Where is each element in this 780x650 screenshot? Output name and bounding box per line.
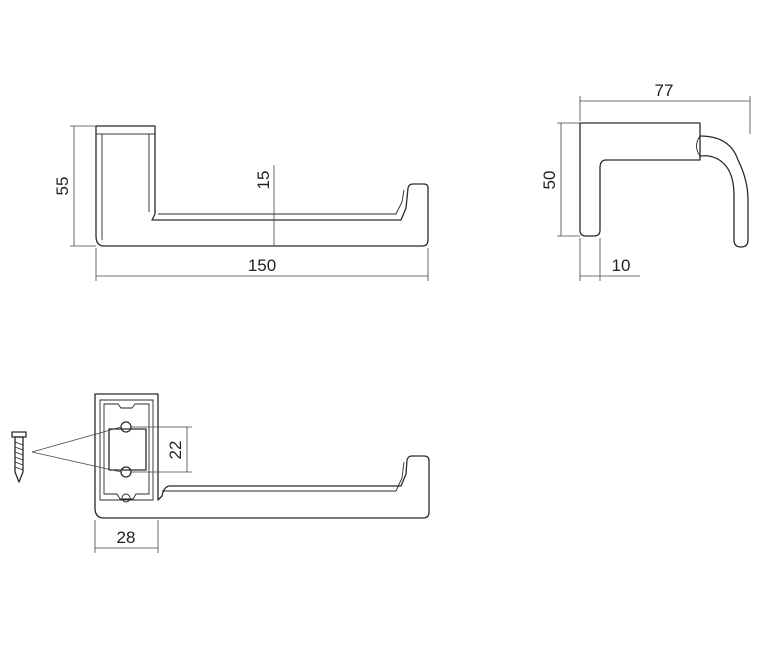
front-view: 55 15 150 bbox=[53, 125, 429, 281]
dim-label-10: 10 bbox=[612, 256, 631, 275]
dim-label-55: 55 bbox=[53, 177, 72, 196]
dim-label-50: 50 bbox=[540, 171, 559, 190]
side-view: 77 50 10 bbox=[540, 81, 751, 281]
mount-plate-outer bbox=[94, 393, 430, 519]
pointer-line bbox=[31, 426, 122, 453]
screw-hole-top bbox=[120, 421, 132, 433]
mount-slot bbox=[108, 428, 147, 471]
front-bar-inner bbox=[158, 189, 405, 215]
front-mount-block bbox=[95, 125, 429, 247]
mounting-view: 22 28 bbox=[11, 393, 430, 553]
dim-label-28: 28 bbox=[117, 528, 136, 547]
screw-icon bbox=[11, 431, 27, 483]
side-hook-joint bbox=[696, 135, 701, 157]
screw-hole-lower bbox=[121, 493, 131, 503]
dim-label-15: 15 bbox=[254, 171, 273, 190]
pointer-line bbox=[31, 451, 122, 473]
dim-label-150: 150 bbox=[248, 256, 276, 275]
side-hook bbox=[699, 135, 749, 248]
side-body bbox=[579, 122, 701, 237]
front-cap bbox=[95, 125, 156, 135]
mount-plate-inner bbox=[99, 399, 154, 501]
dim-label-22: 22 bbox=[166, 441, 185, 460]
dim-label-77: 77 bbox=[655, 81, 674, 100]
mount-bar-inner bbox=[162, 461, 405, 492]
screw-hole-bottom bbox=[120, 466, 132, 478]
mount-bracket bbox=[103, 403, 150, 500]
